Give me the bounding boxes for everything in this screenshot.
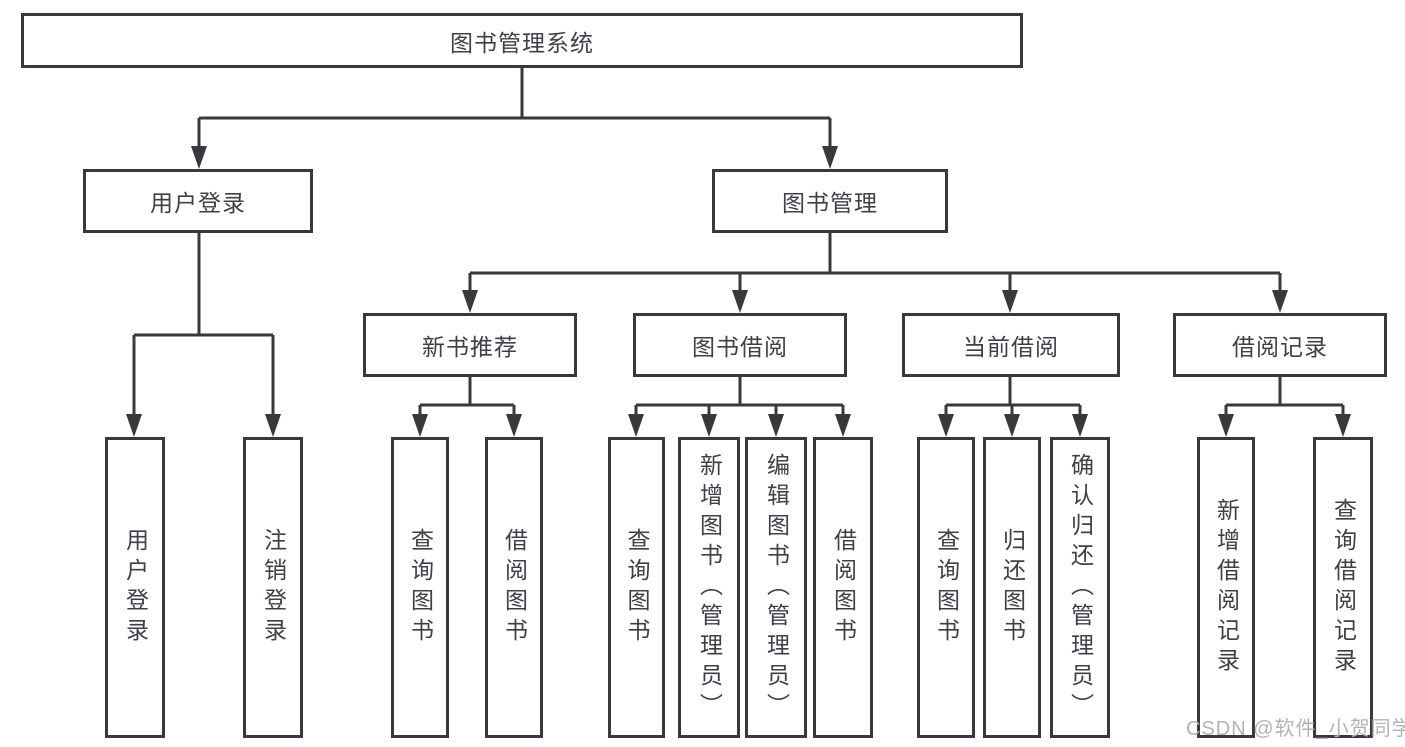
leaf-label-query-books-3: 查询图书 [933,527,960,648]
leaf-box-add-borrow-record: 新增借阅记录 [1197,437,1255,738]
leaf-label-borrow-books-1: 借阅图书 [501,527,528,648]
leaf-label-add-books-admin: 新增图书（管理员） [696,452,723,723]
leaf-label-borrow-books-2: 借阅图书 [830,527,857,648]
node-label-root: 图书管理系统 [450,29,594,56]
leaf-box-confirm-return-admin: 确认归还（管理员） [1050,437,1110,738]
node-label-user-login: 用户登录 [150,190,246,216]
node-box-book-management: 图书管理 [712,169,948,233]
leaf-box-query-books-3: 查询图书 [917,437,975,738]
node-label-new-book-recommend: 新书推荐 [422,334,518,360]
leaf-label-query-borrow-record: 查询借阅记录 [1330,497,1357,678]
leaf-box-borrow-books-1: 借阅图书 [485,437,543,738]
leaf-box-query-books-1: 查询图书 [391,437,449,738]
leaf-box-edit-books-admin: 编辑图书（管理员） [745,437,807,738]
leaf-label-add-borrow-record: 新增借阅记录 [1213,497,1240,678]
csdn-watermark: CSDN @软件_小贺同学 [1186,718,1405,740]
node-box-current-borrowing: 当前借阅 [902,313,1120,377]
node-box-user-login: 用户登录 [83,169,313,233]
node-box-book-borrowing: 图书借阅 [633,313,847,377]
node-label-current-borrowing: 当前借阅 [963,334,1059,360]
leaf-label-logout: 注销登录 [260,527,287,648]
leaf-box-return-books: 归还图书 [983,437,1041,738]
leaf-label-query-books-1: 查询图书 [407,527,434,648]
leaf-box-borrow-books-2: 借阅图书 [813,437,873,738]
node-label-book-management: 图书管理 [782,190,878,216]
node-label-book-borrowing: 图书借阅 [692,334,788,360]
arrowheads [126,146,1351,437]
leaf-label-confirm-return-admin: 确认归还（管理员） [1067,452,1094,723]
node-box-borrowing-records: 借阅记录 [1173,313,1387,377]
leaf-box-query-books-2: 查询图书 [608,437,665,738]
leaf-label-user-login-action: 用户登录 [122,527,149,648]
leaf-box-query-borrow-record: 查询借阅记录 [1313,437,1373,738]
leaf-box-user-login-action: 用户登录 [105,437,165,738]
leaf-label-query-books-2: 查询图书 [624,527,650,648]
node-box-root: 图书管理系统 [21,13,1023,68]
leaf-label-return-books: 归还图书 [999,527,1026,648]
leaf-box-logout: 注销登录 [243,437,303,738]
node-box-new-book-recommend: 新书推荐 [363,313,577,377]
node-label-borrowing-records: 借阅记录 [1232,334,1328,360]
leaf-box-add-books-admin: 新增图书（管理员） [678,437,740,738]
leaf-label-edit-books-admin: 编辑图书（管理员） [763,452,790,723]
